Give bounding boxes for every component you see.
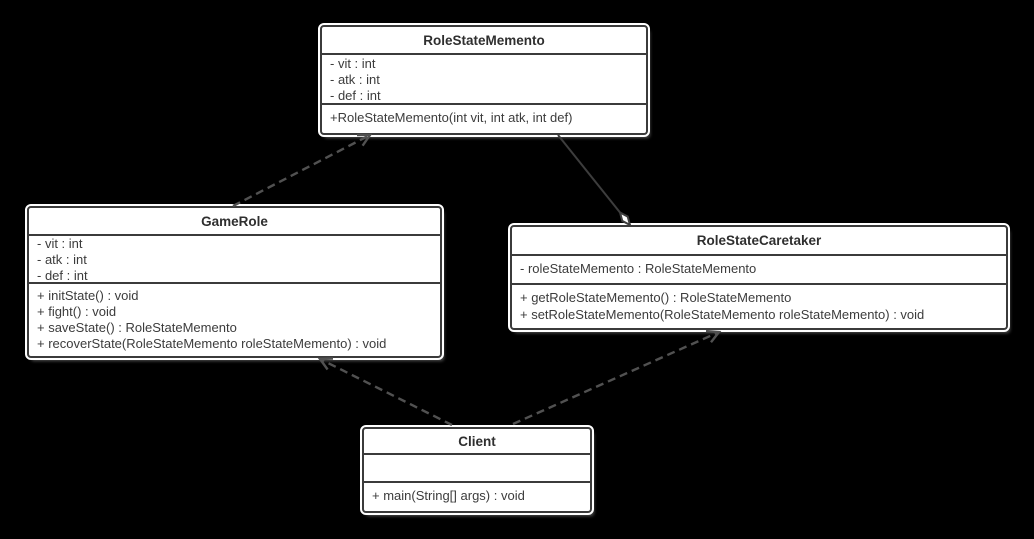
dependency-arrow-client-to-gamerole xyxy=(317,357,453,427)
methods-section: + main(String[] args) : void xyxy=(364,481,590,511)
methods-section: +RoleStateMemento(int vit, int atk, int … xyxy=(322,103,646,133)
attribute-row: - roleStateMemento : RoleStateMemento xyxy=(520,261,757,276)
attributes-section-empty xyxy=(364,453,590,481)
method-row: + setRoleStateMemento(RoleStateMemento r… xyxy=(520,307,925,322)
attributes-section: - vit : int - atk : int - def : int xyxy=(29,234,440,282)
method-row: + getRoleStateMemento() : RoleStateMemen… xyxy=(520,290,792,305)
class-title-client: Client xyxy=(458,433,496,449)
class-box-client: Client + main(String[] args) : void xyxy=(360,425,594,515)
dependency-arrow-gamerole-to-rolestatememento xyxy=(232,133,373,208)
attribute-row: - def : int xyxy=(330,88,381,103)
hollow-diamond-icon xyxy=(618,210,632,227)
class-title-gamerole: GameRole xyxy=(201,213,268,229)
attributes-section: - roleStateMemento : RoleStateMemento xyxy=(512,254,1006,283)
attribute-row: - atk : int xyxy=(37,252,87,267)
aggregation-link-rolestatememento-to-rolestatecaretaker xyxy=(557,134,632,227)
method-row: + saveState() : RoleStateMemento xyxy=(37,320,237,335)
class-box-rolestatememento: RoleStateMemento - vit : int - atk : int… xyxy=(318,23,650,137)
attribute-row: - vit : int xyxy=(37,236,83,251)
class-title-rolestatecaretaker: RoleStateCaretaker xyxy=(696,233,822,248)
methods-section: + initState() : void + fight() : void + … xyxy=(29,282,440,356)
method-row: + fight() : void xyxy=(37,304,117,319)
class-box-rolestatecaretaker: RoleStateCaretaker - roleStateMemento : … xyxy=(508,223,1010,332)
attribute-row: - atk : int xyxy=(330,72,380,87)
method-row: +RoleStateMemento(int vit, int atk, int … xyxy=(330,110,573,125)
class-title-rolestatememento: RoleStateMemento xyxy=(423,32,545,48)
attributes-section: - vit : int - atk : int - def : int xyxy=(322,53,646,103)
dependency-arrow-client-to-rolestatecaretaker xyxy=(512,329,722,426)
attribute-row: - vit : int xyxy=(330,56,376,71)
attribute-row: - def : int xyxy=(37,268,88,282)
class-box-gamerole: GameRole - vit : int - atk : int - def :… xyxy=(25,204,444,360)
method-row: + main(String[] args) : void xyxy=(372,488,525,503)
methods-section: + getRoleStateMemento() : RoleStateMemen… xyxy=(512,283,1006,328)
method-row: + initState() : void xyxy=(37,288,139,303)
method-row: + recoverState(RoleStateMemento roleStat… xyxy=(37,336,387,351)
